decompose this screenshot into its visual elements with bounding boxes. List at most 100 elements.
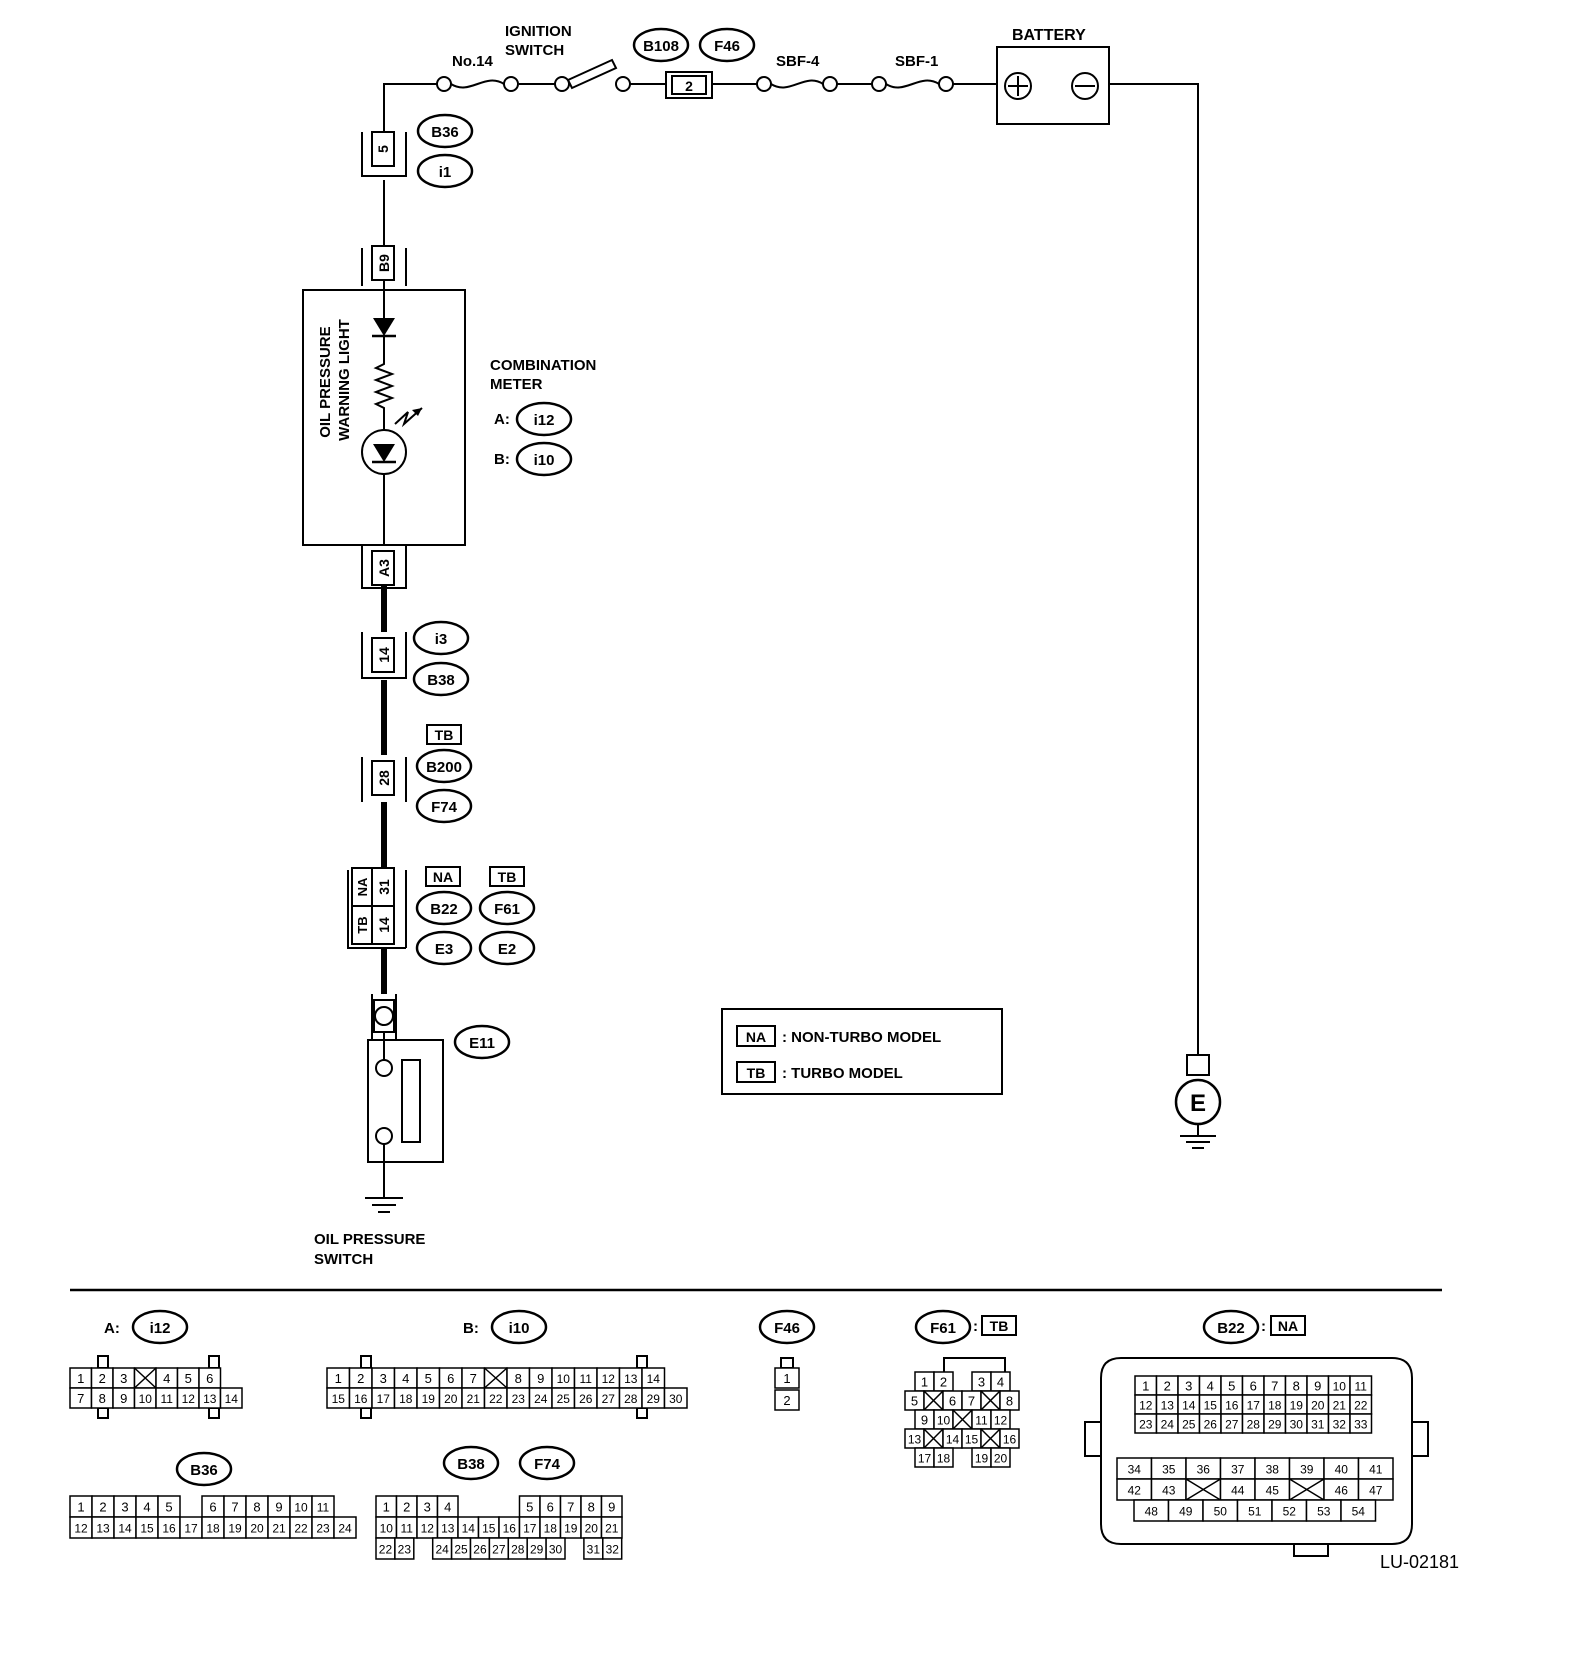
- svg-text:4: 4: [997, 1375, 1004, 1390]
- b22-pin: 46: [1323, 1478, 1360, 1501]
- svg-text:TB: TB: [498, 869, 517, 885]
- svg-text:19: 19: [228, 1522, 242, 1536]
- svg-text::: :: [973, 1318, 978, 1335]
- b22-pin: 16: [1220, 1394, 1244, 1415]
- connector-top-pin-2: 2: [665, 71, 713, 99]
- fuse-no14: No.14: [436, 53, 519, 92]
- svg-text:23: 23: [512, 1392, 526, 1406]
- b38-pin: 26: [469, 1537, 491, 1560]
- svg-text:12: 12: [602, 1372, 616, 1386]
- svg-text:18: 18: [206, 1522, 220, 1536]
- svg-text:18: 18: [1268, 1399, 1282, 1413]
- b38-pin: 32: [602, 1537, 623, 1560]
- svg-text:1: 1: [1142, 1379, 1149, 1394]
- i10-pin: 16: [348, 1387, 373, 1409]
- svg-text:5: 5: [185, 1371, 192, 1386]
- b38-pin: 19: [559, 1516, 582, 1539]
- svg-text:13: 13: [1161, 1399, 1175, 1413]
- svg-text:16: 16: [503, 1522, 517, 1536]
- svg-text:i10: i10: [534, 452, 555, 469]
- svg-text:20: 20: [250, 1522, 264, 1536]
- svg-text:37: 37: [1231, 1463, 1245, 1477]
- f61-pin: 19: [971, 1447, 992, 1468]
- b22-pin: 15: [1198, 1394, 1222, 1415]
- svg-text:8: 8: [515, 1371, 522, 1386]
- svg-text:28: 28: [624, 1392, 638, 1406]
- svg-text:10: 10: [1333, 1380, 1347, 1394]
- i10-pin: 10: [551, 1367, 576, 1389]
- b36-pin: 18: [201, 1516, 225, 1539]
- tb-box-28: TB: [426, 724, 462, 745]
- i10-pin: 27: [596, 1387, 621, 1409]
- f61-pin: 14: [942, 1428, 963, 1449]
- b38-pin: 9: [600, 1495, 623, 1518]
- b36-pin: 17: [179, 1516, 203, 1539]
- svg-text:11: 11: [1355, 1380, 1368, 1394]
- i10-pin: 3: [371, 1367, 396, 1389]
- svg-text:16: 16: [354, 1392, 368, 1406]
- svg-text:5: 5: [375, 145, 391, 153]
- svg-text:12: 12: [182, 1392, 196, 1406]
- i12-pin: 3: [112, 1367, 136, 1389]
- svg-text:22: 22: [1354, 1399, 1368, 1413]
- i12-pin: 11: [155, 1387, 179, 1409]
- svg-text:53: 53: [1317, 1505, 1331, 1519]
- i12-pin: 6: [198, 1367, 222, 1389]
- b22-pin: 2: [1155, 1375, 1179, 1396]
- svg-text:E: E: [1190, 1090, 1206, 1117]
- svg-text:7: 7: [470, 1371, 477, 1386]
- svg-text:i12: i12: [534, 412, 555, 429]
- b38-pin: 30: [545, 1537, 566, 1560]
- svg-text:2: 2: [685, 78, 693, 94]
- svg-text:26: 26: [473, 1543, 487, 1557]
- b22-pin: 9: [1306, 1375, 1330, 1396]
- svg-text:TB: TB: [747, 1065, 766, 1081]
- b38-pin: 13: [436, 1516, 459, 1539]
- i10-pin: 9: [528, 1367, 553, 1389]
- svg-text:16: 16: [1003, 1433, 1017, 1447]
- i10-pin: 29: [641, 1387, 666, 1409]
- b22-pin: 26: [1198, 1413, 1222, 1434]
- b22-pin: 52: [1271, 1499, 1308, 1522]
- b22-pin: 19: [1284, 1394, 1308, 1415]
- svg-text:45: 45: [1266, 1484, 1280, 1498]
- svg-text::: :: [1261, 1318, 1266, 1335]
- svg-text:3: 3: [380, 1371, 387, 1386]
- connector-a3: A3: [361, 545, 407, 589]
- f61-pin: 7: [961, 1390, 982, 1411]
- i10-pin: 5: [416, 1367, 441, 1389]
- svg-text:F46: F46: [714, 38, 740, 55]
- svg-text:18: 18: [399, 1392, 413, 1406]
- b22-pin: 53: [1305, 1499, 1342, 1522]
- b38-pin: 15: [477, 1516, 500, 1539]
- svg-text:2: 2: [99, 1371, 106, 1386]
- svg-text:B36: B36: [190, 1462, 218, 1479]
- svg-text:27: 27: [1225, 1418, 1239, 1432]
- b22-pin: 25: [1177, 1413, 1201, 1434]
- i12-pin: 13: [198, 1387, 222, 1409]
- svg-text:30: 30: [1290, 1418, 1304, 1432]
- svg-text:14: 14: [647, 1372, 661, 1386]
- b36-pin: 14: [113, 1516, 137, 1539]
- b38-pin: 18: [539, 1516, 562, 1539]
- svg-text:16: 16: [1225, 1399, 1239, 1413]
- svg-text:12: 12: [74, 1522, 88, 1536]
- tag-e2: E2: [478, 930, 536, 966]
- svg-text:29: 29: [647, 1392, 661, 1406]
- b22-pin: 1: [1134, 1375, 1158, 1396]
- svg-text:1: 1: [783, 1371, 790, 1386]
- svg-text:19: 19: [975, 1452, 989, 1466]
- b36-pin: 15: [135, 1516, 159, 1539]
- b36-pin: 8: [245, 1495, 269, 1518]
- b36-pin: 13: [91, 1516, 115, 1539]
- svg-text:21: 21: [605, 1522, 619, 1536]
- svg-text:12: 12: [994, 1414, 1008, 1428]
- b38-pin: 17: [518, 1516, 541, 1539]
- svg-text:17: 17: [918, 1452, 932, 1466]
- svg-text:15: 15: [965, 1433, 979, 1447]
- i12-pin: 2: [90, 1367, 114, 1389]
- oil-pressure-switch-label: OIL PRESSURE SWITCH: [314, 1231, 430, 1268]
- b22-pin: 31: [1306, 1413, 1330, 1434]
- svg-text:19: 19: [422, 1392, 436, 1406]
- svg-text:12: 12: [1139, 1399, 1153, 1413]
